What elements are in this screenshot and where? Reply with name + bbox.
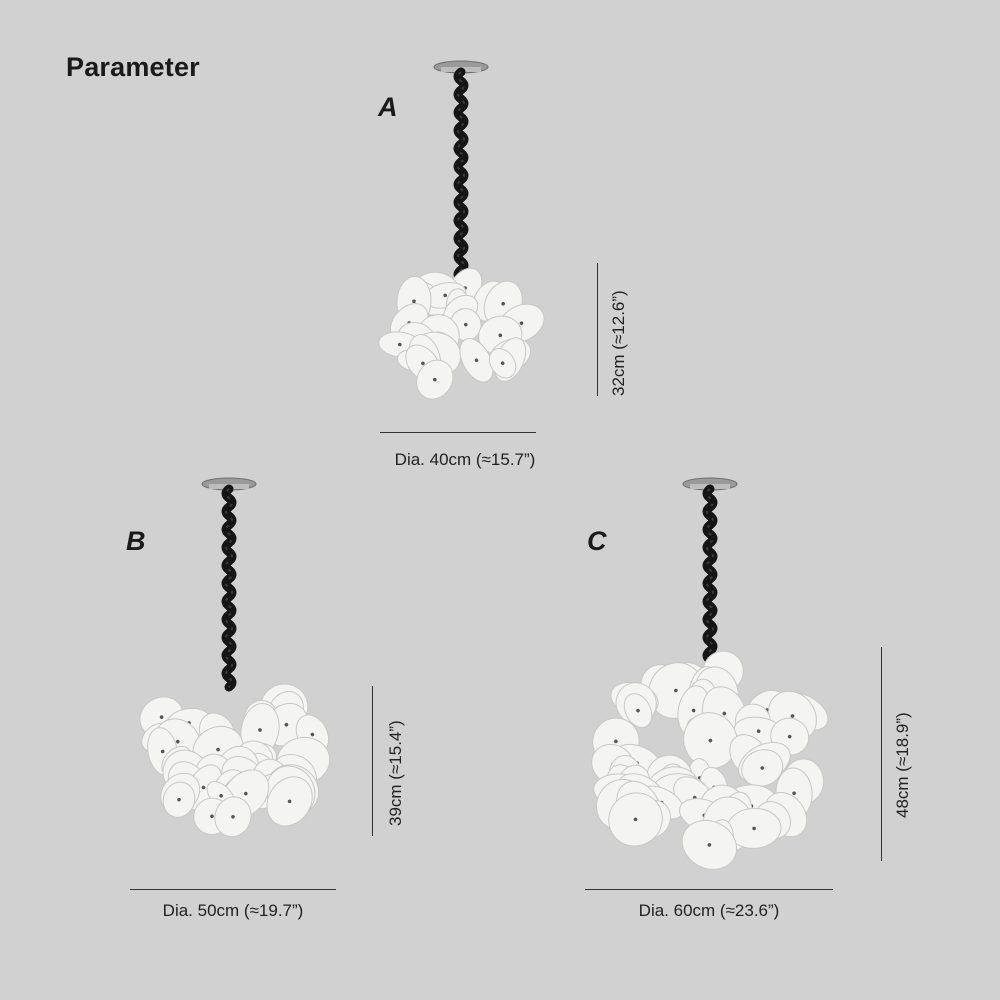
glass-disc — [681, 819, 738, 870]
chandelier-c — [591, 477, 829, 870]
glass-disc — [416, 359, 454, 400]
suspension-cord — [221, 484, 237, 692]
chandelier-a — [378, 60, 545, 400]
cord-texture — [457, 71, 465, 298]
page-title: Parameter — [66, 52, 200, 82]
glass-disc — [623, 693, 653, 729]
variant-c-diameter-label: Dia. 60cm (≈23.6”) — [638, 901, 780, 920]
variant-c-diameter-line — [585, 889, 833, 890]
variant-a-diameter-label: Dia. 40cm (≈15.7”) — [394, 450, 536, 469]
variant-b-height-line — [372, 686, 373, 836]
variant-c-height-label: 48cm (≈18.9”) — [893, 712, 912, 818]
variant-a-letter: A — [378, 92, 398, 122]
variant-c-letter: C — [587, 526, 607, 556]
glass-disc — [162, 781, 196, 818]
glass-disc — [741, 749, 784, 787]
chandelier-b — [139, 477, 331, 838]
glass-disc — [488, 347, 517, 379]
variant-b-letter: B — [126, 526, 146, 556]
suspension-cord — [702, 484, 718, 692]
glass-disc — [214, 796, 252, 838]
glass-disc — [683, 712, 738, 769]
variant-c-height-line — [881, 647, 882, 861]
glass-disc — [608, 792, 663, 847]
glass-disc — [266, 776, 313, 827]
glass-disc — [459, 338, 494, 383]
variant-b-diameter-label: Dia. 50cm (≈19.7”) — [162, 901, 304, 920]
glass-disc — [726, 807, 782, 849]
variant-a-diameter-line — [380, 432, 536, 433]
variant-b-diameter-line — [130, 889, 336, 890]
variant-a-height-line — [597, 263, 598, 396]
